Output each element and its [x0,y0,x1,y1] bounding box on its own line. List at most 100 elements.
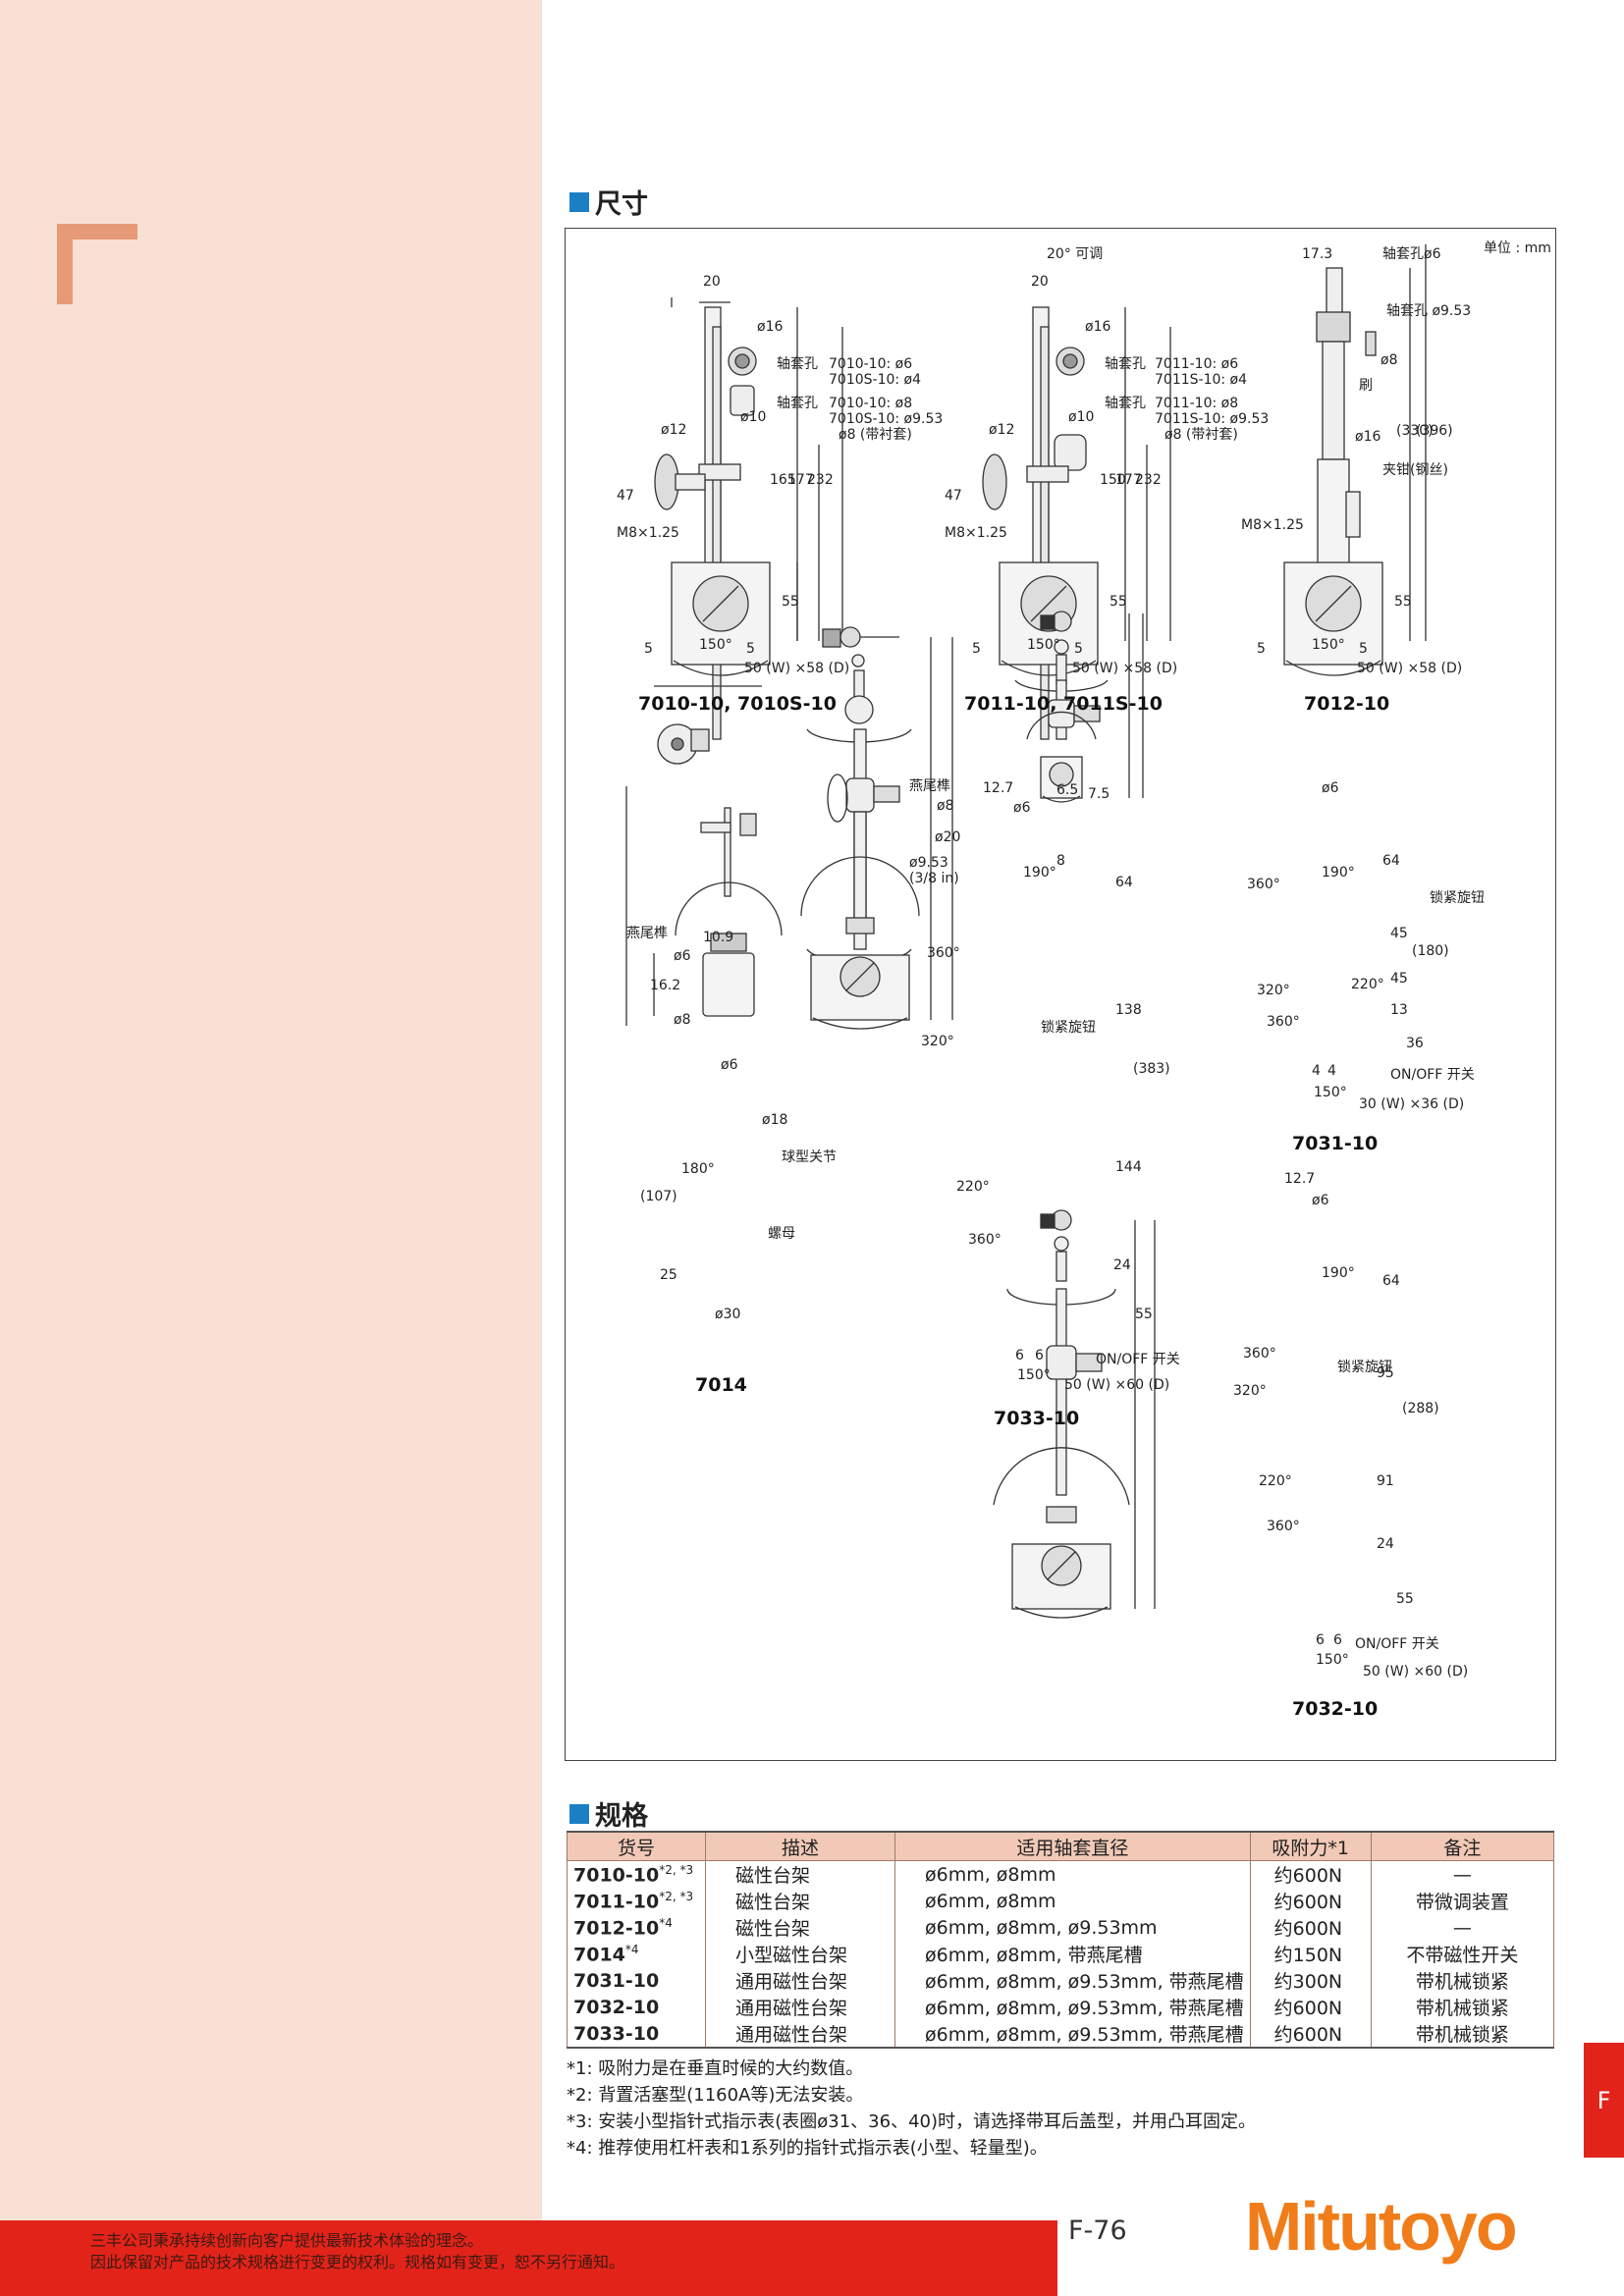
fig2-d47: 47 [945,488,962,504]
fig1-d165: 165 [770,472,796,488]
fig7-labels: 12.7 ø6 190° 64 360° 锁紧旋钮 320° 95 (288) … [1233,1171,1468,1720]
fig1-d5b: 5 [746,641,755,657]
row-force: 约150N [1249,1941,1372,1967]
row-note: — [1370,1914,1555,1941]
fig2-model: 7011-10, 7011S-10 [964,693,1163,715]
fig4-nut: 螺母 [768,1226,795,1242]
fig1-d177: 177 [787,472,814,488]
fig3-phi16: ø16 [1355,429,1380,445]
fig6-d4a: 4 [1312,1063,1321,1079]
fig2-d55: 55 [1110,594,1127,610]
fig6-model: 7031-10 [1292,1133,1378,1154]
row-mark: *2, *3 [659,1862,694,1877]
fig6-base: 30 (W) ×36 (D) [1359,1096,1464,1112]
col-desc: 描述 [705,1831,895,1861]
fig2-d177: 177 [1115,472,1142,488]
fig3-d330: (330) [1396,423,1434,439]
fig2-phi16: ø16 [1085,319,1110,335]
row-model: 7032-10 [573,1996,660,2018]
fig6-d360a: 360° [1247,877,1280,892]
stand-7031-drawing [1014,611,1144,803]
fig3-d396: (396) [1416,423,1453,439]
row-note: 不带磁性开关 [1370,1941,1555,1967]
fig1-model: 7010-10, 7010S-10 [638,693,837,715]
stand-7010-drawing [654,297,843,740]
fig4-d16-2: 16.2 [650,978,680,993]
col-model: 货号 [567,1831,706,1861]
row-desc: 小型磁性台架 [705,1941,895,1967]
fig4-phi18: ø18 [762,1112,787,1128]
fig2-sleeve1-b: 7011S-10: ø4 [1155,372,1247,388]
row-dia: ø6mm, ø8mm, ø9.53mm, 带燕尾槽 [894,1967,1251,1994]
fig5-phi20: ø20 [935,829,960,845]
row-note: 带机械锁紧 [1370,2020,1555,2049]
footer-line: 三丰公司秉承持续创新向客户提供最新技术体验的理念。 [90,2231,484,2250]
fig4-phi6: ø6 [674,948,691,964]
fig6-angle: 150° [1314,1085,1347,1100]
fig1-sleeve2: 轴套孔 [777,396,818,411]
fig2-sleeve1-a: 7011-10: ø6 [1155,356,1238,372]
fig5-d6a: 6 [1015,1348,1024,1363]
fig1-d5a: 5 [644,641,653,657]
fig7-d360a: 360° [1243,1346,1276,1362]
stand-7033-drawing [800,626,953,1030]
footnote: *2: 背置活塞型(1160A等)无法安装。 [567,2085,864,2106]
row-dia: ø6mm, ø8mm [894,1860,1251,1888]
fig1-base: 50 (W) ×58 (D) [744,661,849,676]
row-model: 7010-10 [573,1864,660,1887]
fig3-d5a: 5 [1257,641,1266,657]
fig3-labels: 17.3 轴套孔ø6 轴套孔 ø9.53 ø8 刷 ø16 (330) (396… [1241,246,1471,715]
fig3-d55: 55 [1394,594,1412,610]
fig1-d232: 232 [807,472,834,488]
fig3-phi8: ø8 [1380,352,1397,368]
footnote: *3: 安装小型指针式指示表(表圈ø31、36、40)时，请选择带耳后盖型，并用… [567,2111,1257,2132]
fig2-phi12: ø12 [989,422,1014,438]
col-force: 吸附力*1 [1249,1831,1372,1861]
fig5-d220: 220° [956,1179,990,1195]
fig6-d180: (180) [1412,943,1449,959]
fig7-phi6: ø6 [1312,1193,1329,1208]
fig5-d8: 8 [1056,853,1065,869]
footnote: *1: 吸附力是在垂直时候的大约数值。 [567,2058,864,2079]
fig6-d4b: 4 [1327,1063,1336,1079]
specs-heading: 规格 [569,1794,648,1833]
fig7-d220: 220° [1259,1473,1292,1489]
row-dia: ø6mm, ø8mm, ø9.53mm [894,1914,1251,1941]
row-model: 7033-10 [573,2022,660,2045]
col-diameter: 适用轴套直径 [894,1831,1251,1861]
table-row: 7011-10*2, *3 磁性台架 ø6mm, ø8mm 约600N 带微调装… [567,1888,1555,1914]
fig2-phi10: ø10 [1068,409,1094,425]
fig4-phi30: ø30 [715,1307,740,1322]
mitutoyo-logo: Mitutoyo [1245,2188,1518,2265]
row-force: 约600N [1249,1914,1372,1941]
fig5-angle: 150° [1017,1367,1051,1383]
fig1-bushing: ø8 (带衬套) [839,427,912,443]
fig3-angle: 150° [1312,637,1345,653]
fig6-d36: 36 [1406,1036,1424,1051]
row-note: — [1370,1860,1555,1888]
fig5-lock: 锁紧旋钮 [1041,1020,1096,1036]
row-desc: 通用磁性台架 [705,1967,895,1994]
fig5-phi8: ø8 [937,798,953,814]
fig2-bushing: ø8 (带衬套) [1164,427,1238,443]
row-model: 7011-10 [573,1891,660,1913]
footer-disclaimer: 三丰公司秉承持续创新向客户提供最新技术体验的理念。 因此保留对产品的技术规格进行… [90,2230,624,2273]
section-tab-f[interactable]: F [1584,2043,1624,2158]
fig5-dovetail: 燕尾榫 [909,778,950,794]
row-force: 约600N [1249,1860,1372,1888]
fig5-phi953: ø9.53 [909,855,948,871]
table-row: 7014*4 小型磁性台架 ø6mm, ø8mm, 带燕尾槽 约150N 不带磁… [567,1941,1555,1967]
row-force: 约600N [1249,1994,1372,2020]
fig7-d288: (288) [1402,1401,1439,1416]
fig7-d12-7: 12.7 [1284,1171,1315,1187]
footer-bar [0,2220,1057,2296]
fig3-clamp: 夹钳(钢丝) [1382,462,1448,478]
fig1-phi10: ø10 [740,409,766,425]
unit-label: 单位 : mm [1484,240,1551,256]
footer-line: 因此保留对产品的技术规格进行变更的权利。规格如有变更，恕不另行通知。 [90,2253,625,2271]
fig7-model: 7032-10 [1292,1698,1378,1720]
fig2-d150: 150 [1100,472,1126,488]
fig6-d320: 320° [1257,983,1290,998]
fig2-sleeve2-b: 7011S-10: ø9.53 [1155,411,1269,427]
fig1-sleeve2-a: 7010-10: ø8 [829,396,912,411]
